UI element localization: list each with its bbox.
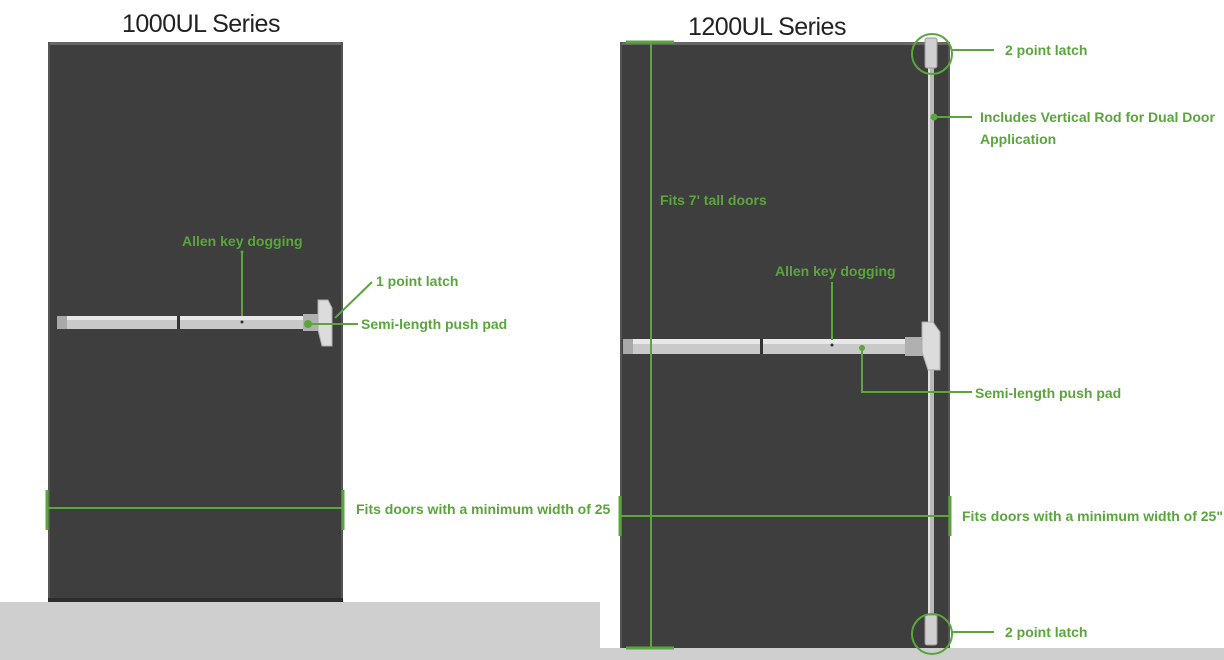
right-rod-label-line2: Application [980,131,1056,147]
right-width-label: Fits doors with a minimum width of 25" [962,508,1223,524]
rod-marker [930,113,938,121]
right-top-latch-label: 2 point latch [1005,42,1087,58]
left-push-bar [57,299,333,347]
floor-left [0,602,600,660]
left-latch-label: 1 point latch [376,273,458,289]
left-dogging-marker [240,250,244,254]
right-dogging-label: Allen key dogging [775,263,896,279]
left-series-title: 1000UL Series [122,10,280,38]
floor-right [596,648,1224,660]
right-series-title: 1200UL Series [688,13,846,41]
left-push-pad-label: Semi-length push pad [361,316,507,332]
right-bottom-latch-label: 2 point latch [1005,624,1087,640]
right-push-pad-label: Semi-length push pad [975,385,1121,401]
left-dogging-label: Allen key dogging [182,233,303,249]
right-height-label: Fits 7' tall doors [660,192,767,208]
left-annotations [45,252,373,530]
right-annotations [618,33,994,655]
right-push-pad-marker [859,345,865,351]
right-push-bar [623,321,941,371]
left-width-label: Fits doors with a minimum width of 25 [356,501,611,517]
left-push-pad-marker [304,320,312,328]
right-rod-label-line1: Includes Vertical Rod for Dual Door [980,109,1215,125]
